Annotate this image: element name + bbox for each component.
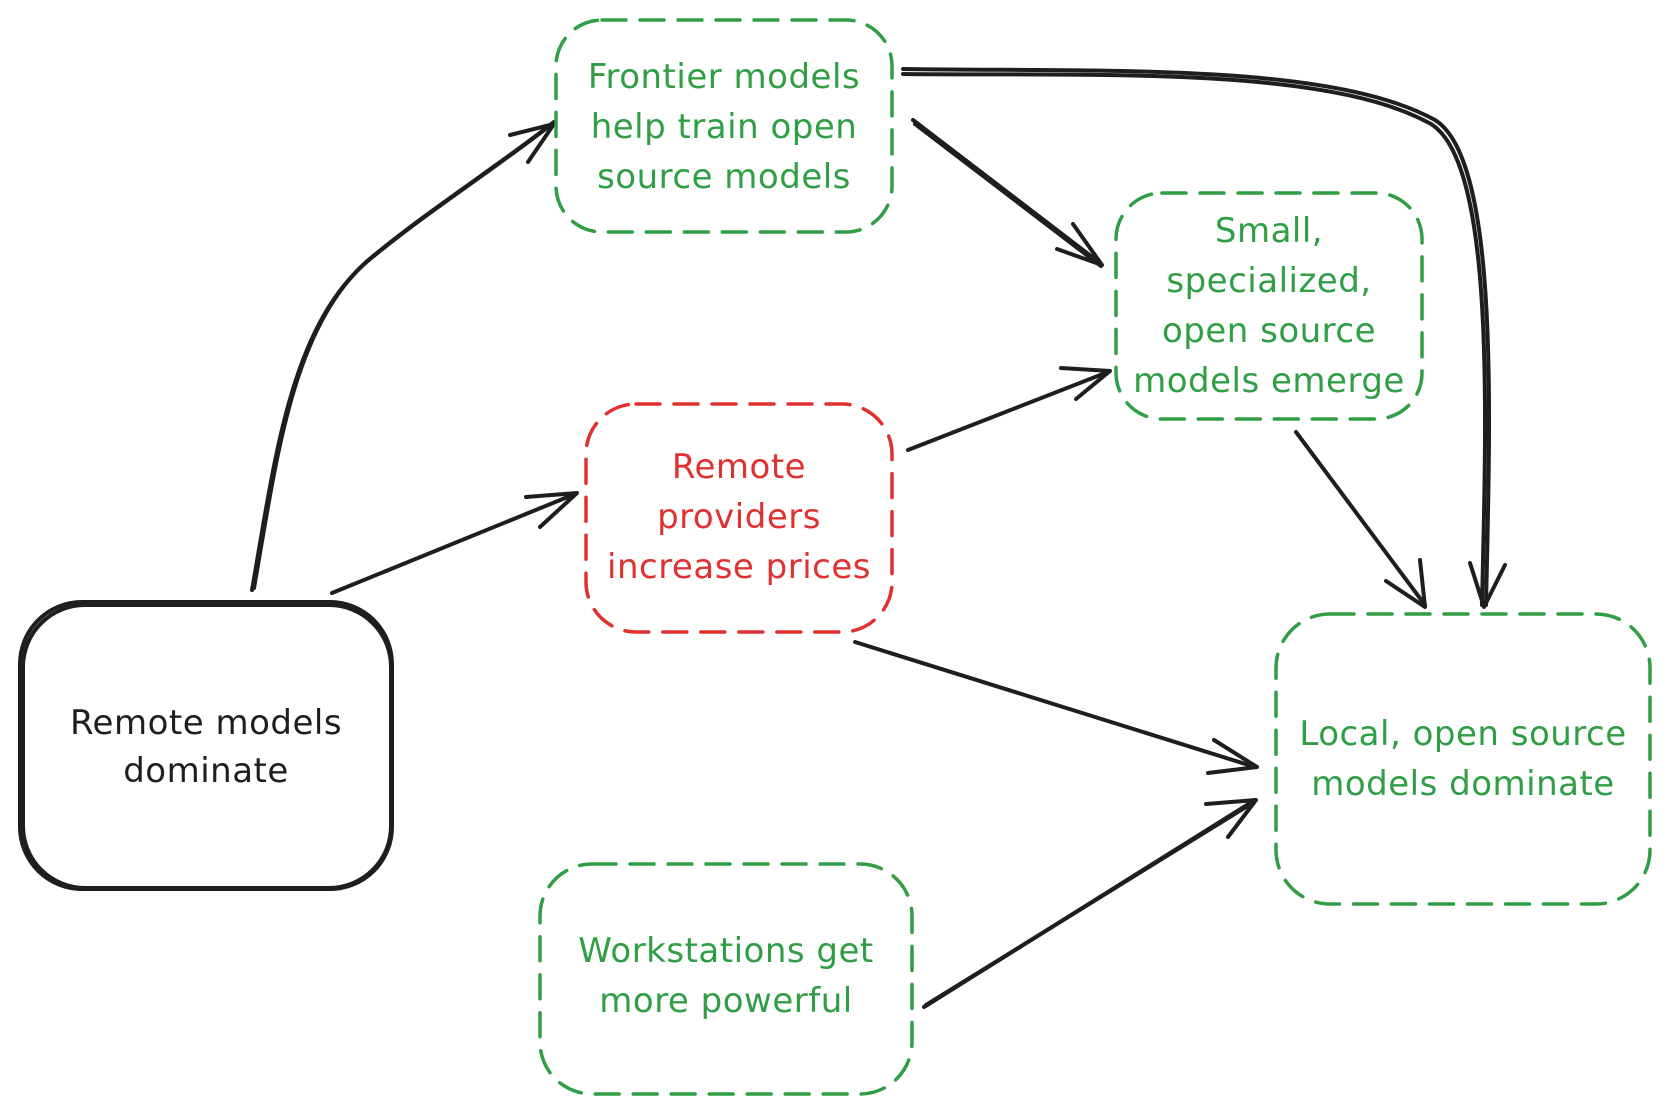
node-box [584, 402, 894, 634]
arrowhead [508, 122, 556, 164]
arrowhead [1204, 798, 1258, 839]
node-label-line: Small, [1215, 211, 1323, 251]
edge-price-to-local [853, 640, 1259, 775]
node-label-line: Workstations get [578, 931, 873, 971]
node-box [538, 862, 914, 1096]
node-box-sketch-stroke [21, 603, 393, 890]
edge-remote-to-frontier [250, 120, 556, 592]
node-remote-providers[interactable]: Remote providers increase prices [584, 402, 894, 634]
node-local-open-source[interactable]: Local, open source models dominate [1274, 612, 1652, 906]
edge-small-to-local [1294, 430, 1427, 609]
node-label-line: Local, open source [1299, 714, 1626, 754]
arrowhead [1059, 366, 1112, 401]
node-box [1274, 612, 1652, 906]
node-label-line: source models [597, 157, 851, 197]
node-label-line: open source [1162, 311, 1376, 351]
edge-price-to-small [906, 366, 1112, 452]
arrowhead [1206, 738, 1259, 775]
node-small-specialized[interactable]: Small, specialized, open source models e… [1114, 191, 1424, 421]
node-label-line: specialized, [1166, 261, 1371, 301]
edge-frontier-to-small [911, 118, 1104, 268]
edge-frontier-to-local [901, 67, 1507, 609]
node-remote-models-dominate[interactable]: Remote models dominate [18, 600, 394, 891]
edges [250, 67, 1507, 1009]
node-workstations[interactable]: Workstations get more powerful [538, 862, 914, 1096]
node-box [1114, 191, 1424, 421]
node-label-line: models dominate [1311, 764, 1614, 804]
node-label-line: Remote models [70, 703, 342, 743]
edge-workstations-to-local [922, 798, 1258, 1009]
arrowhead [1384, 558, 1427, 609]
arrowhead [1468, 561, 1507, 609]
edge-remote-to-price [330, 491, 579, 595]
node-label-line: more powerful [599, 981, 852, 1021]
node-label-line: help train open [591, 107, 858, 147]
node-label-line: dominate [123, 751, 289, 791]
arrowhead [1055, 222, 1104, 267]
node-label-line: providers [657, 497, 821, 537]
node-box [18, 600, 394, 891]
node-label-line: models emerge [1133, 361, 1405, 401]
node-label-line: increase prices [607, 547, 871, 587]
node-frontier-models[interactable]: Frontier models help train open source m… [554, 18, 894, 234]
node-label-line: Frontier models [588, 57, 860, 97]
arrowhead [524, 491, 579, 529]
node-label-line: Remote [672, 447, 806, 487]
node-box [554, 18, 894, 234]
